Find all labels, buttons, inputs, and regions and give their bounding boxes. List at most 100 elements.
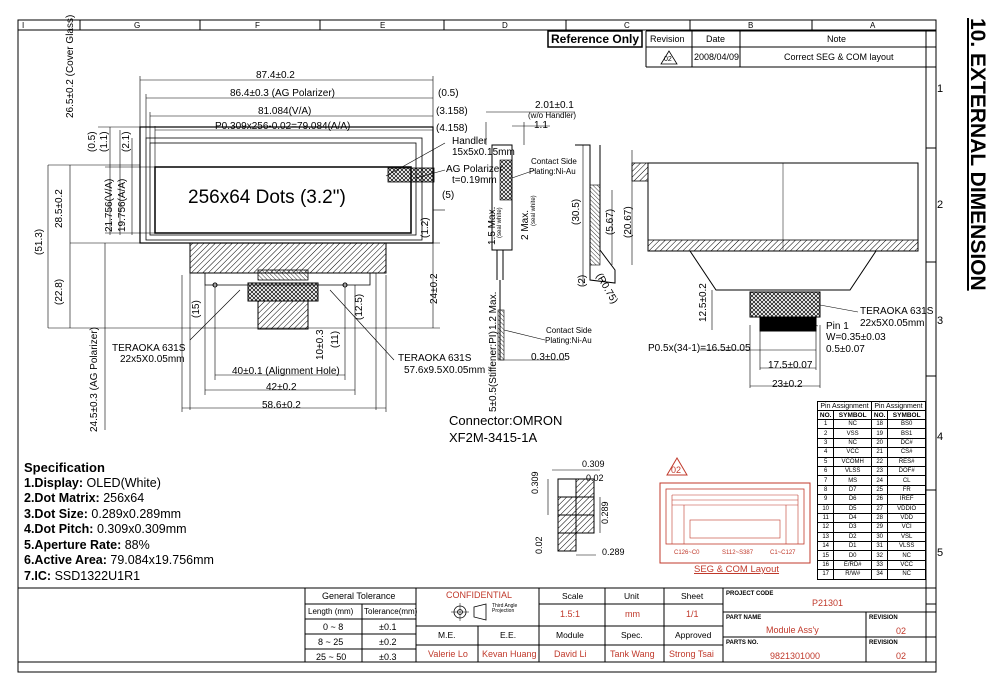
pin-cell: 23	[870, 465, 889, 477]
tolerance-range: 8 ~ 25	[318, 637, 344, 647]
tolerance-value: ±0.2	[379, 637, 397, 647]
pin-cell: 9	[816, 494, 835, 505]
dim-r3158: (3.158)	[436, 106, 468, 117]
ag-thickness: t=0.19mm	[452, 175, 497, 186]
pin-cell: 31	[870, 541, 889, 552]
seg-com-c126: C126~C0	[674, 550, 700, 556]
dim-max-12: 1.2 Max.	[488, 291, 499, 330]
dot-detail	[547, 469, 601, 556]
ee-value: Kevan Huang	[482, 649, 537, 659]
row-number: 4	[937, 431, 944, 443]
right-view	[631, 162, 919, 388]
column-letter: E	[380, 21, 386, 30]
dim-23: 23±0.2	[772, 379, 803, 390]
spec-item: 1.Display: OLED(White)	[24, 475, 161, 490]
revision-header: Revision	[650, 34, 685, 44]
teraoka-left-label: TERAOKA 631S	[112, 343, 186, 354]
dim-201: 2.01±0.1	[535, 100, 574, 111]
pin-column-header: SYMBOL	[887, 410, 926, 420]
revision-mark: 02	[664, 56, 672, 63]
pin-cell: 4	[816, 447, 835, 458]
dim-cover-glass: 26.5±0.2 (Cover Glass)	[65, 14, 76, 118]
pin-cell: MS	[833, 475, 872, 486]
pin-cell: 3	[816, 437, 835, 449]
spec-label: Spec.	[621, 630, 643, 640]
tolerance-length-header: Length (mm)	[308, 607, 354, 616]
handler-size: 15x5x0.15mm	[452, 147, 515, 158]
dim-05-007: 0.5±0.07	[826, 344, 865, 355]
pin-cell: NC	[887, 569, 926, 580]
dim-r4158: (4.158)	[436, 123, 468, 134]
pin-cell: 11	[816, 512, 835, 524]
pin-cell: VDD	[887, 512, 926, 524]
project-code-value: P21301	[812, 598, 844, 608]
pin-cell: 15	[816, 550, 835, 561]
pin-cell: 30	[870, 531, 889, 543]
column-letter: A	[870, 21, 876, 30]
scale-value: 1.5:1	[560, 609, 581, 619]
teraoka-mid-label: TERAOKA 631S	[398, 353, 472, 364]
pin-cell: 7	[816, 475, 835, 486]
pin-cell: D4	[833, 512, 872, 524]
row-number: 1	[937, 83, 944, 95]
dim-wo-handler: (w/o Handler)	[528, 111, 577, 120]
pin-group-header: Pin Assignment	[817, 401, 872, 411]
dot-289-bottom: 0.289	[602, 547, 625, 557]
pin-cell: 16	[816, 559, 835, 571]
connector-side-view	[575, 144, 633, 285]
dim-w-586: 58.6±0.2	[262, 400, 301, 411]
connector-line-1: Connector:OMRON	[449, 413, 563, 428]
pin-cell: 28	[870, 512, 889, 524]
pin-cell: VCI	[887, 522, 926, 533]
pin-cell: VCOMH	[833, 456, 872, 467]
dim-h-285: 28.5±0.2	[54, 189, 65, 228]
pin-cell: DOF#	[887, 465, 926, 477]
seal-white-1: (seal white)	[497, 207, 503, 238]
pin-cell: D7	[833, 484, 872, 496]
dim-h-24: 24±0.2	[429, 273, 440, 304]
tolerance-range: 25 ~ 50	[316, 652, 347, 662]
module-value: David Li	[554, 649, 587, 659]
pin-cell: FR	[887, 484, 926, 496]
dim-h-12: (1.2)	[420, 217, 431, 238]
contact-side-1: Contact Side	[531, 157, 577, 166]
spec-item: 4.Dot Pitch: 0.309x0.309mm	[24, 522, 187, 536]
revision-block-frame	[547, 30, 936, 68]
revision-note: Correct SEG & COM layout	[784, 52, 894, 62]
pin-column-header: NO.	[816, 410, 835, 420]
pin-cell: 27	[870, 503, 889, 514]
pin-cell: RES#	[887, 456, 926, 467]
unit-label: Unit	[624, 591, 640, 601]
title-block	[18, 587, 936, 662]
approved-label: Approved	[675, 630, 712, 640]
dim-r05: (0.5)	[438, 88, 459, 99]
dim-max-2: 2 Max.	[520, 209, 531, 240]
revision-value-2: 02	[896, 651, 907, 661]
connector-line-2: XF2M-3415-1A	[449, 430, 538, 445]
pin1-label: Pin 1	[826, 321, 849, 332]
section-title: 10. EXTERNAL DIMENSION	[966, 18, 989, 291]
pin-column-header: SYMBOL	[833, 410, 872, 420]
pin-cell: 2	[816, 428, 835, 439]
pin-cell: NC	[833, 437, 872, 449]
pin-cell: R/W#	[833, 569, 872, 580]
pin-cell: D6	[833, 494, 872, 505]
sheet-value: 1/1	[686, 609, 699, 619]
note-header: Note	[827, 34, 847, 44]
dim-overall-width: 87.4±0.2	[256, 70, 295, 81]
pin-cell: VSL	[887, 531, 926, 543]
seg-com-s112: S112~S387	[722, 550, 754, 556]
pin-cell: IREF	[887, 494, 926, 505]
pin-cell: 8	[816, 484, 835, 496]
dim-w-035: W=0.35±0.03	[826, 332, 886, 343]
